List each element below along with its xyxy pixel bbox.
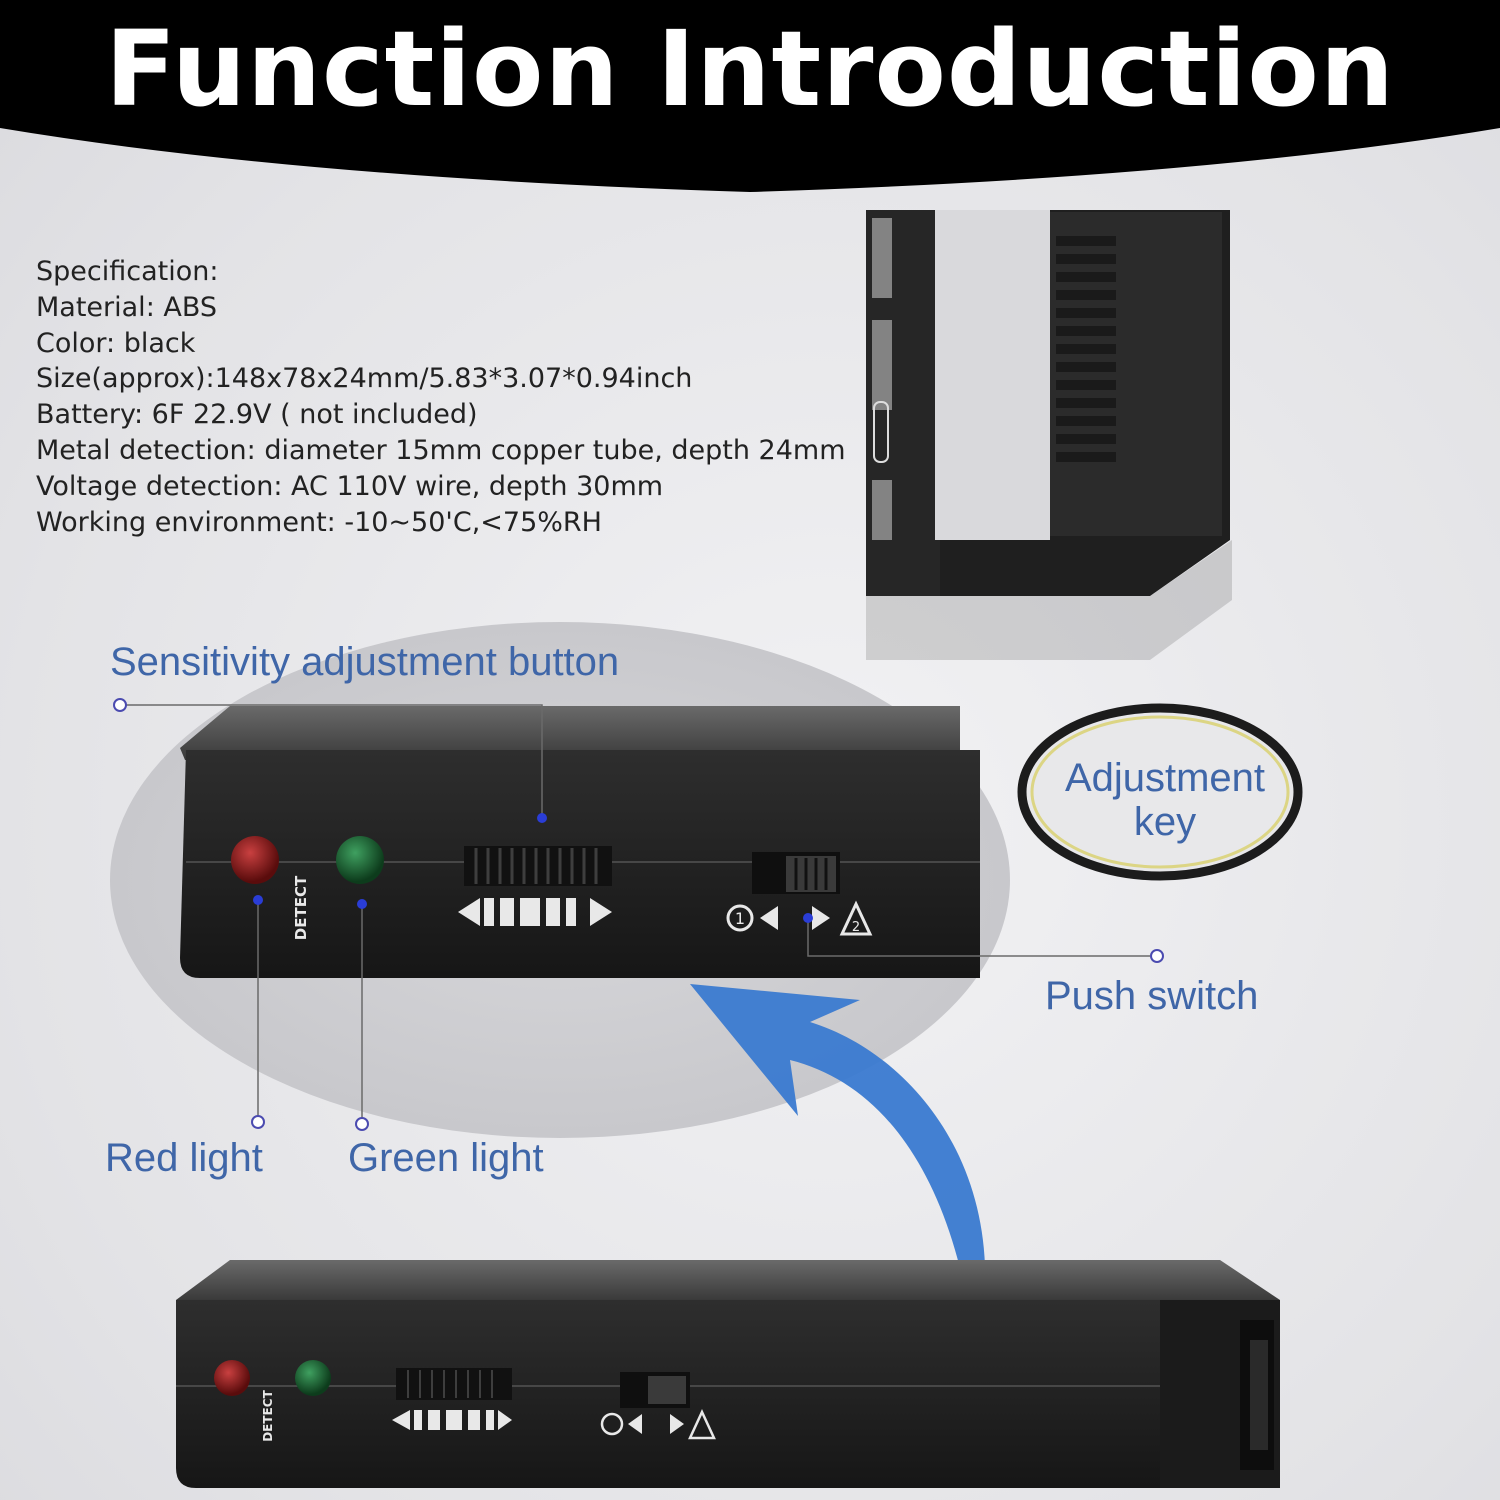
banner-shape [0,0,1500,192]
push-switch-label: Push switch [1045,974,1259,1018]
green-led [336,836,384,884]
spec-size: Size(approx):148x78x24mm/5.83*3.07*0.94i… [36,363,693,395]
spec-working-environment: Working environment: -10~50'C,<75%RH [36,506,602,538]
leader-lines [120,704,1150,1118]
red-light-label: Red light [105,1136,263,1180]
spec-material: Material: ABS [36,291,218,323]
bottom-detect-label: DETECT [261,1389,275,1441]
switch-mark-1: 1 [735,909,745,928]
curved-arrow-icon [690,984,985,1268]
adjustment-key-label: Adjustment key [1040,756,1290,844]
bottom-device: DETECT [176,1260,1280,1488]
bottom-red-led [214,1360,250,1396]
leader-dots [113,698,1164,1131]
adjustment-ring [1017,703,1303,881]
spec-metal-detection: Metal detection: diameter 15mm copper tu… [36,434,846,466]
specification-list: Specification: Material: ABS Color: blac… [36,254,846,540]
spec-heading: Specification: [36,256,219,287]
bottom-green-led [295,1360,331,1396]
spec-battery: Battery: 6F 22.9V ( not included) [36,399,478,431]
green-light-label: Green light [348,1136,544,1180]
title-banner: Function Introduction [0,0,1500,200]
page-title: Function Introduction [105,8,1395,130]
sensitivity-wheel [458,846,612,926]
switch-mark-2: 2 [852,920,860,935]
zoomed-device: DETECT 1 [180,706,980,978]
spec-voltage-detection: Voltage detection: AC 110V wire, depth 3… [36,470,664,502]
sensitivity-adjustment-label: Sensitivity adjustment button [110,640,620,684]
adjustment-key-line1: Adjustment [1064,756,1266,800]
push-switch: 1 2 [726,852,873,936]
red-led [231,836,279,884]
detect-label: DETECT [292,875,310,940]
upright-device [866,210,1232,660]
spec-color: Color: black [36,327,196,359]
adjustment-key-line2: key [1133,800,1197,844]
